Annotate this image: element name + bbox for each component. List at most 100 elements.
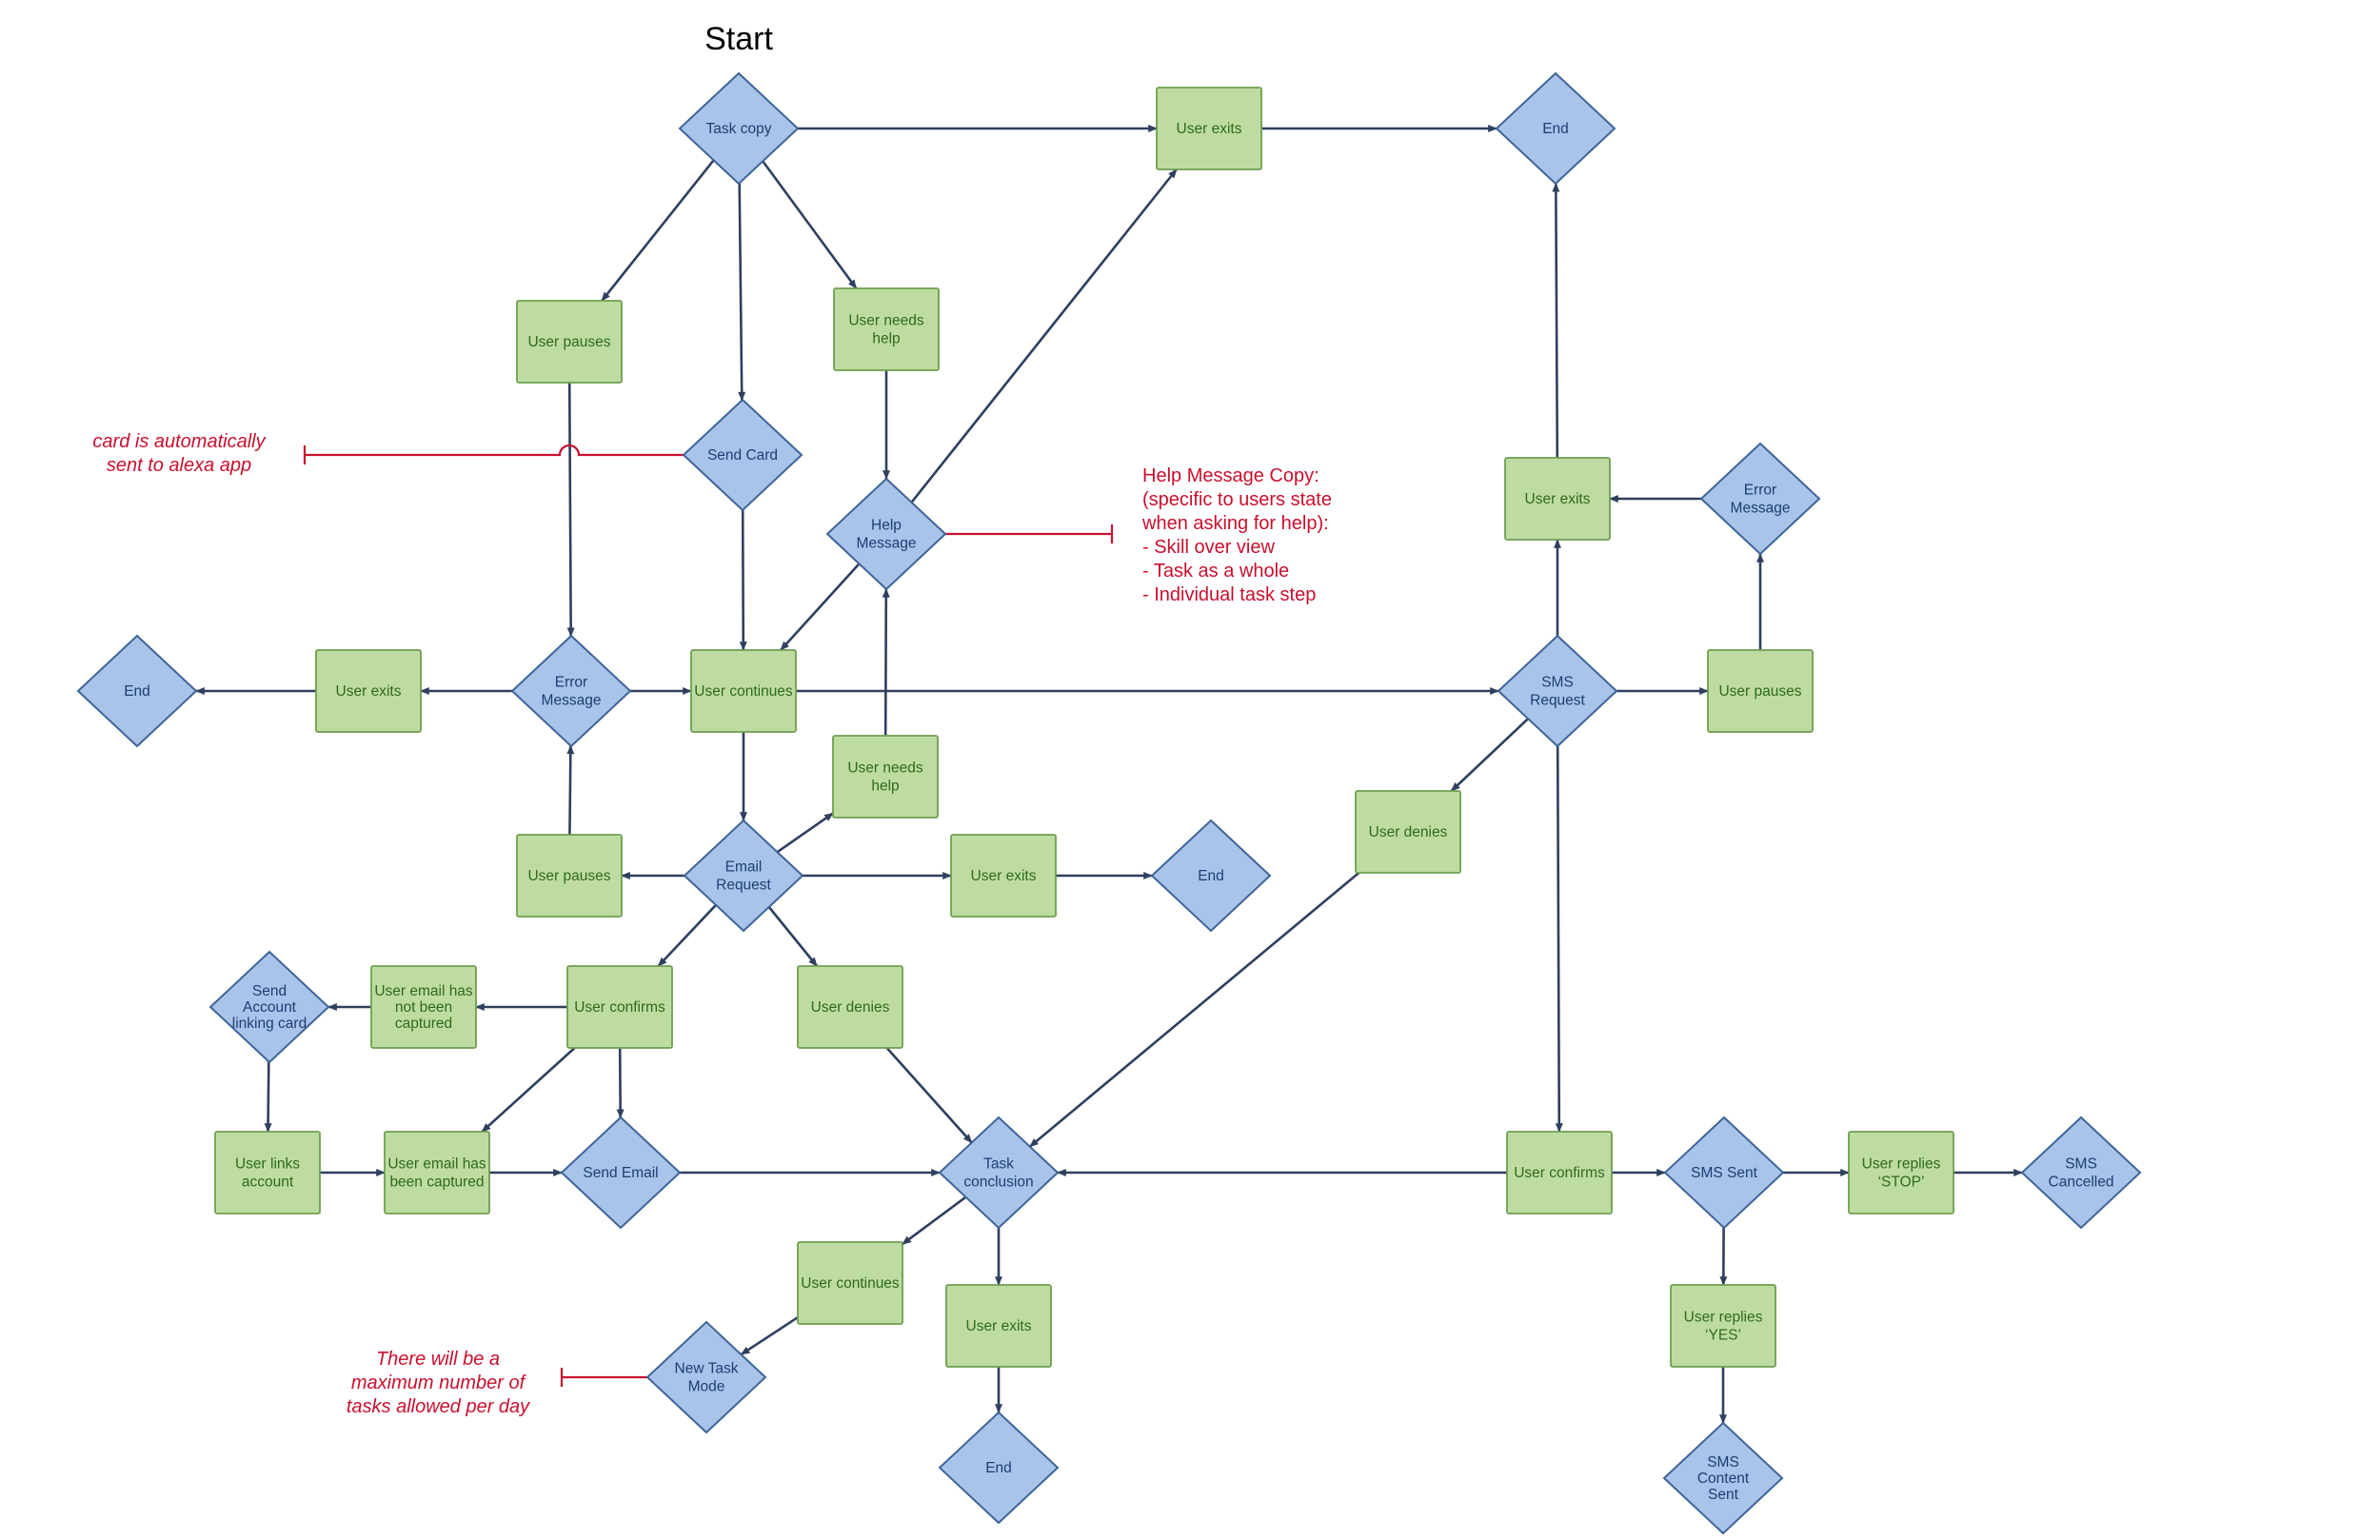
node-end-bottom[interactable]: End: [938, 1411, 1060, 1525]
node-label: Error: [1744, 483, 1776, 499]
node-sms-sent[interactable]: SMS Sent: [1663, 1116, 1785, 1230]
node-label: SMS Sent: [1691, 1165, 1757, 1181]
node-label: Message: [542, 693, 602, 709]
annotation-connector-send-card: [305, 444, 684, 457]
node-label: Send Email: [583, 1165, 658, 1181]
edge-task_copy-to-send_card: [738, 183, 746, 402]
edge-user_pauses_1-to-error_message_1: [566, 382, 575, 638]
node-user-exits-left[interactable]: User exits: [315, 649, 422, 733]
node-user-denies-2[interactable]: User denies: [1355, 790, 1461, 874]
node-label: Send Card: [707, 447, 778, 464]
node-label: Task: [983, 1156, 1014, 1173]
edge-user_pauses_2-to-error_message_1: [566, 744, 575, 836]
node-label: help: [871, 779, 899, 795]
annotation-line: - Skill over view: [1142, 537, 1275, 558]
decision-diamond: [1699, 442, 1821, 556]
edge-user_denies_1-to-task_conclusion: [885, 1047, 973, 1144]
node-user-confirms-2[interactable]: User confirms: [1506, 1131, 1613, 1214]
edge-send_account_linking-to-user_links_account: [264, 1061, 272, 1133]
node-label: User pauses: [1718, 683, 1801, 700]
node-label: SMS: [1707, 1454, 1739, 1471]
decision-diamond: [938, 1116, 1060, 1230]
node-user-exits-top[interactable]: User exits: [1156, 87, 1262, 170]
process-box: [516, 300, 623, 384]
edge-help_message-to-user_exits_top: [910, 168, 1178, 503]
node-end-mid[interactable]: End: [1150, 819, 1272, 933]
edge-email_request-to-user_denies_1: [767, 906, 819, 967]
node-label: User exits: [971, 868, 1037, 884]
node-sms-cancelled[interactable]: SMS Cancelled: [2020, 1116, 2142, 1230]
node-label: User denies: [1369, 824, 1448, 840]
node-user-pauses-1[interactable]: User pauses: [516, 300, 623, 384]
edge-task_conclusion-to-user_continues_2: [902, 1195, 967, 1246]
decision-diamond: [645, 1320, 767, 1434]
annotation-line: maximum number of: [351, 1372, 527, 1393]
process-box: [315, 649, 422, 733]
node-label: Message: [857, 536, 917, 552]
decision-diamond: [2020, 1116, 2142, 1230]
node-end-left[interactable]: End: [76, 634, 198, 748]
node-label: Request: [1530, 693, 1585, 709]
node-send-card[interactable]: Send Card: [682, 398, 803, 512]
edge-help_message-to-user_continues_1: [780, 563, 861, 651]
node-label: Account: [243, 999, 297, 1016]
decision-diamond: [76, 634, 198, 748]
node-label: User denies: [811, 999, 890, 1016]
edge-task_copy-to-user_needs_help_1: [762, 160, 858, 289]
node-user-exits-bottom[interactable]: User exits: [945, 1284, 1052, 1368]
node-send-email[interactable]: Send Email: [560, 1116, 682, 1230]
node-label: SMS: [2065, 1156, 2097, 1173]
decision-diamond: [938, 1411, 1060, 1525]
node-user-continues-1[interactable]: User continues: [690, 649, 797, 733]
process-box: [214, 1131, 321, 1214]
node-user-exits-mid[interactable]: User exits: [950, 834, 1057, 918]
node-end-top[interactable]: End: [1495, 71, 1616, 186]
annotation-line: There will be a: [376, 1349, 500, 1370]
edge-user_continues_2-to-new_task_mode: [740, 1316, 799, 1356]
node-user-exits-right[interactable]: User exits: [1504, 457, 1611, 541]
node-user-replies-yes[interactable]: User replies‘YES’: [1670, 1284, 1776, 1368]
node-user-needs-help-2[interactable]: User needs help: [832, 735, 939, 819]
node-label: User exits: [966, 1318, 1032, 1334]
annotation-line: tasks allowed per day: [347, 1396, 530, 1417]
node-label: Error: [555, 675, 587, 691]
process-box: [370, 965, 477, 1049]
annotation-line: when asking for help):: [1141, 513, 1329, 534]
process-box: [690, 649, 797, 733]
node-user-pauses-3[interactable]: User pauses: [1707, 649, 1814, 733]
node-user-confirms-1[interactable]: User confirms: [566, 965, 673, 1049]
node-label: linking card: [232, 1016, 307, 1032]
decision-diamond: [678, 71, 800, 186]
edge-send_card-to-user_continues_1: [739, 509, 747, 651]
decision-diamond: [1495, 71, 1616, 186]
node-label: User confirms: [574, 999, 665, 1016]
node-label: Send: [252, 983, 287, 999]
node-user-denies-1[interactable]: User denies: [797, 965, 903, 1049]
annotation-line: card is automatically: [92, 431, 266, 452]
node-user-replies-stop[interactable]: User replies‘STOP’: [1848, 1131, 1954, 1214]
node-label: Cancelled: [2049, 1175, 2114, 1191]
process-box: [832, 735, 939, 819]
node-label: User replies: [1684, 1310, 1763, 1326]
node-user-pauses-2[interactable]: User pauses: [516, 834, 623, 918]
node-user-continues-2[interactable]: User continues: [797, 1241, 903, 1325]
node-task-copy[interactable]: Task copy: [678, 71, 800, 186]
edge-user_needs_help_2-to-help_message: [882, 587, 890, 737]
process-box: [945, 1284, 1052, 1368]
node-label: User needs: [847, 760, 923, 777]
